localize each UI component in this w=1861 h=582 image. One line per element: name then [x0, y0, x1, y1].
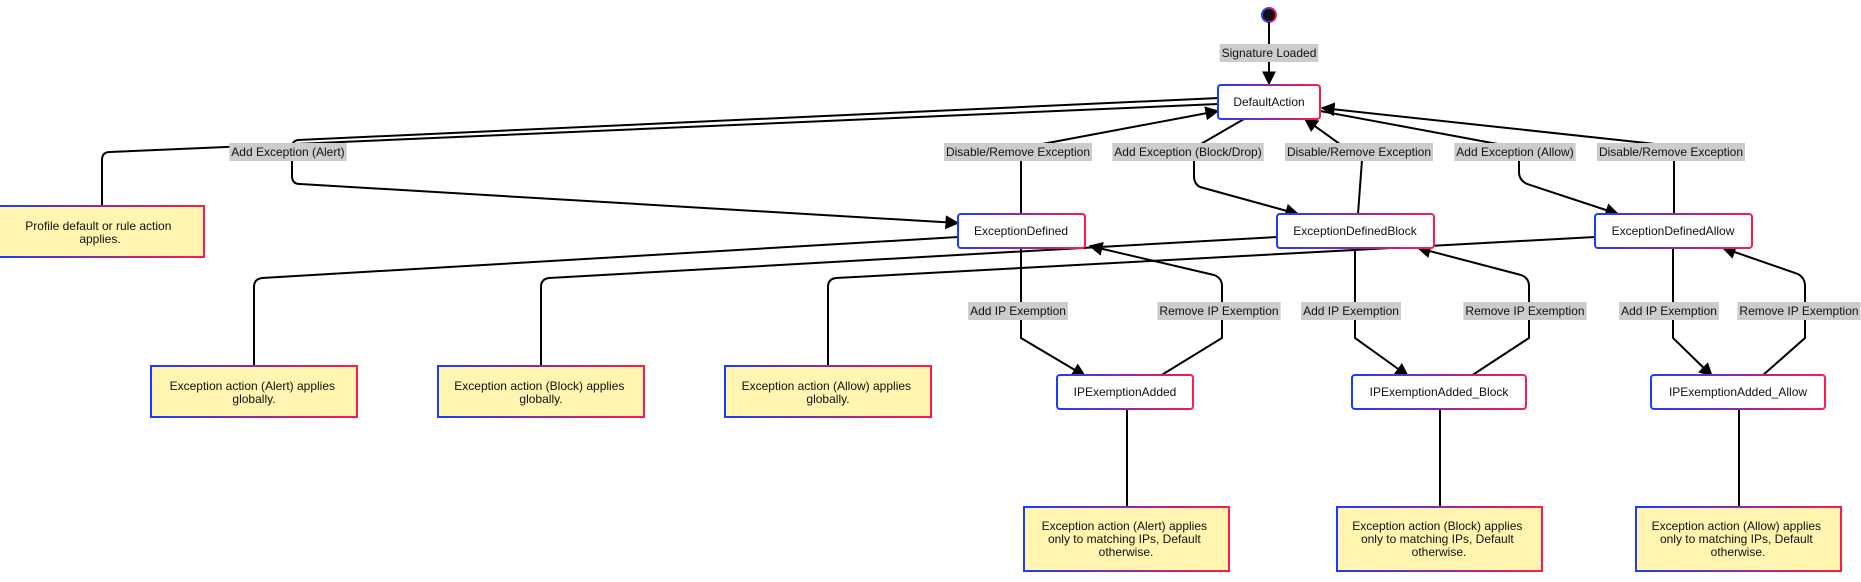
note-block-global-line-2: globally. — [519, 392, 562, 406]
label-add-ip-2-text: Add IP Exemption — [1303, 304, 1399, 318]
edge-exc-to-alert-global — [253, 236, 959, 366]
note-profile-default-line-2: applies. — [79, 232, 120, 246]
svg-text:Exception action (Block) appli: Exception action (Block) applies globall… — [454, 379, 627, 406]
note-block-ip-line-1: Exception action (Block) applies — [1352, 519, 1522, 533]
state-ip-exemption-added-allow-label: IPExemptionAdded_Allow — [1669, 385, 1807, 399]
edge-add-block — [1193, 118, 1300, 218]
state-exception-defined-allow: ExceptionDefinedAllow — [1594, 213, 1753, 249]
note-allow-ip-line-2: only to matching IPs, Default — [1660, 532, 1813, 546]
label-remove-ip-2: Remove IP Exemption — [1463, 302, 1587, 320]
note-profile-default-line-1: Profile default or rule action — [25, 219, 171, 233]
edge-add-allow — [1319, 110, 1620, 217]
state-default-action-label: DefaultAction — [1233, 95, 1304, 109]
state-exception-defined-allow-label: ExceptionDefinedAllow — [1612, 224, 1735, 238]
label-remove-1-text: Disable/Remove Exception — [946, 145, 1090, 159]
edge-remove-1 — [1020, 106, 1220, 214]
note-profile-default: Profile default or rule action applies. — [0, 205, 205, 258]
state-default-action: DefaultAction — [1217, 84, 1321, 120]
edge-excblock-to-block-global — [540, 236, 1278, 366]
label-remove-3: Disable/Remove Exception — [1596, 143, 1746, 161]
edge-remove-2 — [1303, 118, 1364, 215]
label-remove-ip-1: Remove IP Exemption — [1157, 302, 1281, 320]
note-alert-global-line-2: globally. — [232, 392, 275, 406]
svg-text:Exception action (Alert) appli: Exception action (Alert) applies only to… — [1042, 519, 1211, 559]
label-signature-loaded: Signature Loaded — [1219, 44, 1319, 62]
state-exception-defined-block-label: ExceptionDefinedBlock — [1293, 224, 1417, 238]
edge-remove-ip-2 — [1416, 244, 1530, 377]
svg-text:Exception action (Allow) appli: Exception action (Allow) applies globall… — [742, 379, 915, 406]
note-allow-global-line-1: Exception action (Allow) applies — [742, 379, 911, 393]
edge-remove-ip-3 — [1721, 245, 1806, 377]
label-add-block: Add Exception (Block/Drop) — [1112, 143, 1264, 161]
state-exception-defined-label: ExceptionDefined — [974, 224, 1068, 238]
label-add-alert-text: Add Exception (Alert) — [231, 145, 344, 159]
svg-text:Exception action (Alert) appli: Exception action (Alert) applies globall… — [170, 379, 339, 406]
state-ip-exemption-added-label: IPExemptionAdded — [1074, 385, 1177, 399]
initial-state-dot — [1261, 7, 1277, 23]
state-ip-exemption-added: IPExemptionAdded — [1056, 374, 1194, 410]
state-ip-exemption-added-allow: IPExemptionAdded_Allow — [1650, 374, 1826, 410]
svg-text:Profile default or rule action: Profile default or rule action applies. — [25, 219, 174, 246]
note-block-ip: Exception action (Block) applies only to… — [1336, 506, 1543, 572]
transition-edges — [101, 22, 1806, 507]
label-remove-2: Disable/Remove Exception — [1284, 143, 1434, 161]
note-allow-ip-line-3: otherwise. — [1711, 545, 1766, 559]
edge-add-alert — [291, 97, 1220, 230]
note-alert-ip-line-2: only to matching IPs, Default — [1048, 532, 1201, 546]
state-ip-exemption-added-block-label: IPExemptionAdded_Block — [1370, 385, 1510, 399]
note-allow-ip: Exception action (Allow) applies only to… — [1635, 506, 1842, 572]
state-exception-defined-block: ExceptionDefinedBlock — [1276, 213, 1435, 249]
edge-default-to-profile-note — [101, 103, 1219, 206]
label-add-ip-1: Add IP Exemption — [968, 302, 1068, 320]
note-allow-global: Exception action (Allow) applies globall… — [724, 365, 932, 418]
svg-text:Exception action (Block) appli: Exception action (Block) applies only to… — [1352, 519, 1525, 559]
label-remove-ip-3: Remove IP Exemption — [1737, 302, 1861, 320]
edge-labels: Signature Loaded Add Exception (Alert) D… — [229, 44, 1861, 320]
label-remove-ip-3-text: Remove IP Exemption — [1739, 304, 1858, 318]
state-exception-defined: ExceptionDefined — [957, 213, 1086, 249]
note-block-ip-line-2: only to matching IPs, Default — [1361, 532, 1514, 546]
state-ip-exemption-added-block: IPExemptionAdded_Block — [1351, 374, 1527, 410]
note-alert-ip: Exception action (Alert) applies only to… — [1023, 506, 1230, 572]
label-add-allow-text: Add Exception (Allow) — [1456, 145, 1573, 159]
label-remove-2-text: Disable/Remove Exception — [1287, 145, 1431, 159]
label-remove-3-text: Disable/Remove Exception — [1599, 145, 1743, 159]
note-block-global: Exception action (Block) applies globall… — [437, 365, 645, 418]
note-block-ip-line-3: otherwise. — [1412, 545, 1467, 559]
note-alert-global-line-1: Exception action (Alert) applies — [170, 379, 335, 393]
edge-remove-ip-1 — [1088, 242, 1223, 377]
note-block-global-line-1: Exception action (Block) applies — [454, 379, 624, 393]
label-add-allow: Add Exception (Allow) — [1454, 143, 1576, 161]
label-add-ip-2: Add IP Exemption — [1301, 302, 1401, 320]
note-alert-ip-line-1: Exception action (Alert) applies — [1042, 519, 1207, 533]
label-add-ip-1-text: Add IP Exemption — [970, 304, 1066, 318]
edge-excallow-to-allow-global — [827, 236, 1596, 366]
svg-text:Exception action (Allow) appli: Exception action (Allow) applies only to… — [1652, 519, 1825, 559]
edge-add-ip-2 — [1354, 248, 1410, 377]
note-allow-global-line-2: globally. — [806, 392, 849, 406]
label-remove-ip-2-text: Remove IP Exemption — [1465, 304, 1584, 318]
label-add-block-text: Add Exception (Block/Drop) — [1114, 145, 1261, 159]
note-alert-ip-line-3: otherwise. — [1099, 545, 1154, 559]
label-remove-ip-1-text: Remove IP Exemption — [1159, 304, 1278, 318]
note-alert-global: Exception action (Alert) applies globall… — [150, 365, 358, 418]
edge-add-ip-3 — [1672, 248, 1714, 377]
label-add-ip-3: Add IP Exemption — [1619, 302, 1719, 320]
label-add-alert: Add Exception (Alert) — [229, 143, 347, 161]
note-allow-ip-line-1: Exception action (Allow) applies — [1652, 519, 1821, 533]
label-signature-loaded-text: Signature Loaded — [1222, 46, 1317, 60]
label-remove-1: Disable/Remove Exception — [943, 143, 1093, 161]
edge-add-ip-1 — [1020, 248, 1087, 377]
label-add-ip-3-text: Add IP Exemption — [1621, 304, 1717, 318]
